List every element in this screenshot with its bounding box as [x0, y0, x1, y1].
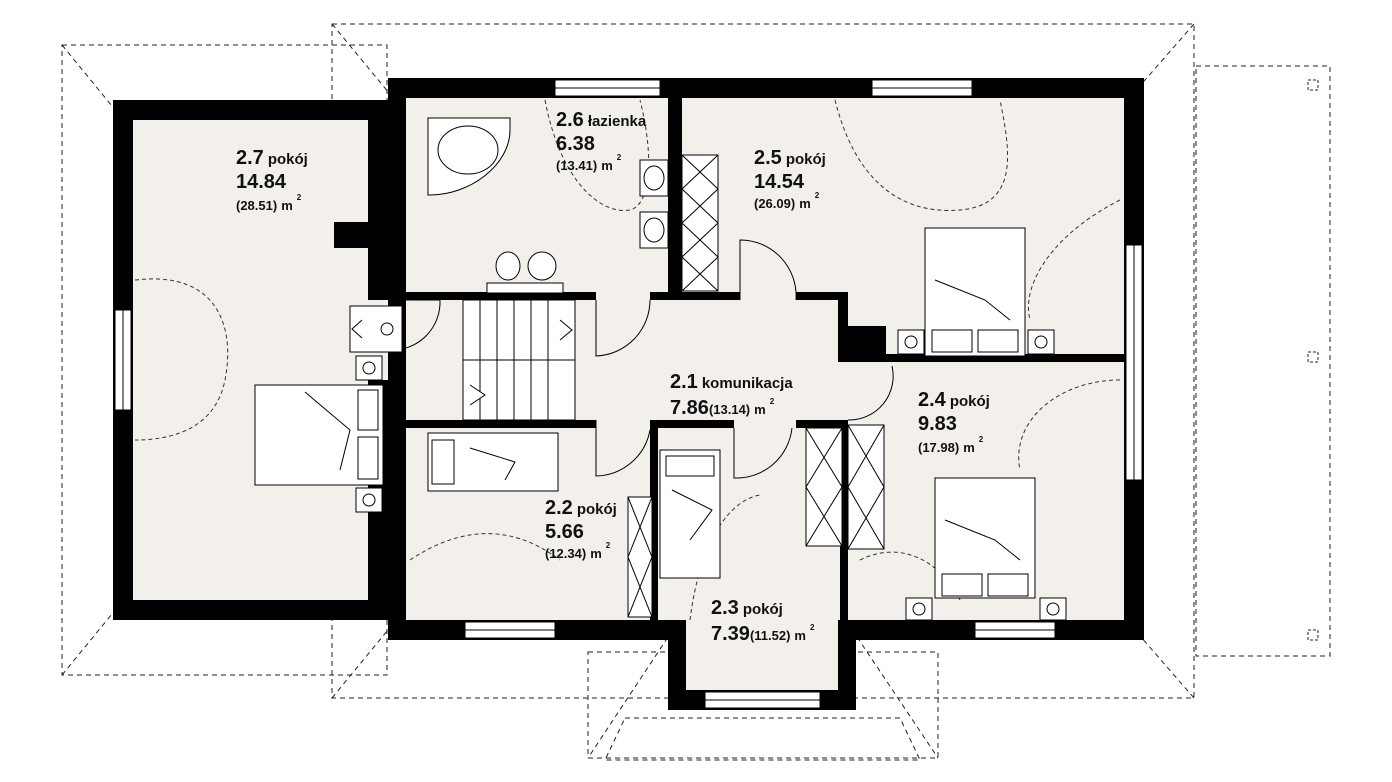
svg-text:6.38: 6.38 — [556, 133, 595, 155]
corner-markers — [1307, 79, 1319, 641]
svg-text:14.54: 14.54 — [754, 171, 805, 193]
staircase — [349, 299, 576, 421]
svg-text:9.83: 9.83 — [918, 413, 957, 435]
svg-text:5.66: 5.66 — [545, 521, 584, 543]
svg-text:(12.34)m2: (12.34)m2 — [545, 541, 611, 561]
svg-text:(17.98)m2: (17.98)m2 — [918, 435, 984, 455]
svg-text:(26.09)m2: (26.09)m2 — [754, 191, 820, 211]
windows — [114, 79, 1143, 709]
svg-text:14.84: 14.84 — [236, 171, 287, 193]
bathroom-fixtures — [427, 117, 669, 294]
svg-text:(28.51)m2: (28.51)m2 — [236, 193, 302, 213]
svg-text:7.86(13.14)m2: 7.86(13.14)m2 — [670, 397, 775, 419]
wardrobes — [627, 154, 885, 618]
svg-text:7.39(11.52)m2: 7.39(11.52)m2 — [711, 623, 815, 645]
svg-text:(13.41)m2: (13.41)m2 — [556, 153, 622, 173]
beds — [254, 227, 1067, 621]
